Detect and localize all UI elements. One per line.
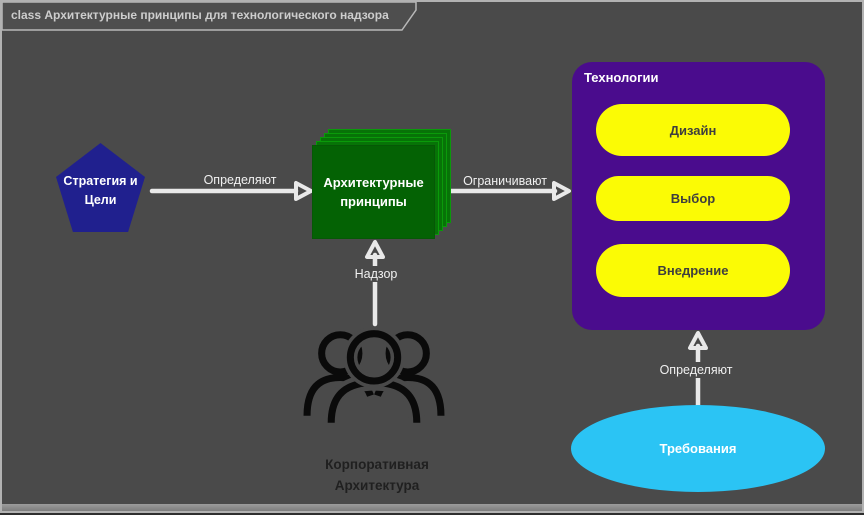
implementation-label: Внедрение [657, 263, 729, 278]
strategy-label-line2: Цели [84, 192, 117, 207]
node-strategy-pentagon[interactable]: Стратегия и Цели [56, 143, 145, 232]
edge-label-corporate-to-principles[interactable]: Надзор [349, 266, 403, 282]
frame-tab-shape [2, 2, 417, 31]
node-principles-stack[interactable]: Архитектурные принципы [312, 127, 454, 241]
edge-label-principles-to-technologies[interactable]: Ограничивают [463, 174, 547, 188]
choice-label: Выбор [670, 191, 716, 206]
corporate-architecture-caption: Корпоративная Архитектура [325, 454, 429, 496]
corporate-caption-line2: Архитектура [334, 478, 420, 493]
principles-label-line1: Архитектурные [323, 175, 424, 190]
node-requirements-ellipse[interactable]: Требования [571, 405, 825, 492]
stack-front[interactable]: Архитектурные принципы [312, 145, 435, 239]
edge-corporate-to-principles[interactable] [365, 240, 385, 327]
requirements-label: Требования [659, 441, 737, 456]
node-technologies-container[interactable]: Технологии Дизайн Выбор Внедрение [572, 62, 825, 330]
people-group-icon[interactable] [300, 322, 448, 432]
bottom-scrollbar-strip[interactable] [2, 504, 862, 511]
design-label: Дизайн [669, 122, 717, 138]
node-choice-pill[interactable]: Выбор [596, 176, 790, 221]
corporate-caption-line1: Корпоративная [325, 457, 429, 472]
edge-label-requirements-to-technologies[interactable]: Определяют [654, 362, 738, 378]
frame-tab-label: class Архитектурные принципы для техноло… [11, 8, 389, 22]
node-implementation-pill[interactable]: Внедрение [596, 244, 790, 297]
node-design-pill[interactable]: Дизайн [596, 104, 790, 156]
edge-label-strategy-to-principles[interactable]: Определяют [203, 173, 277, 187]
technologies-title: Технологии [584, 70, 659, 85]
strategy-label-line1: Стратегия и [63, 173, 138, 188]
principles-label-line2: принципы [340, 194, 407, 209]
